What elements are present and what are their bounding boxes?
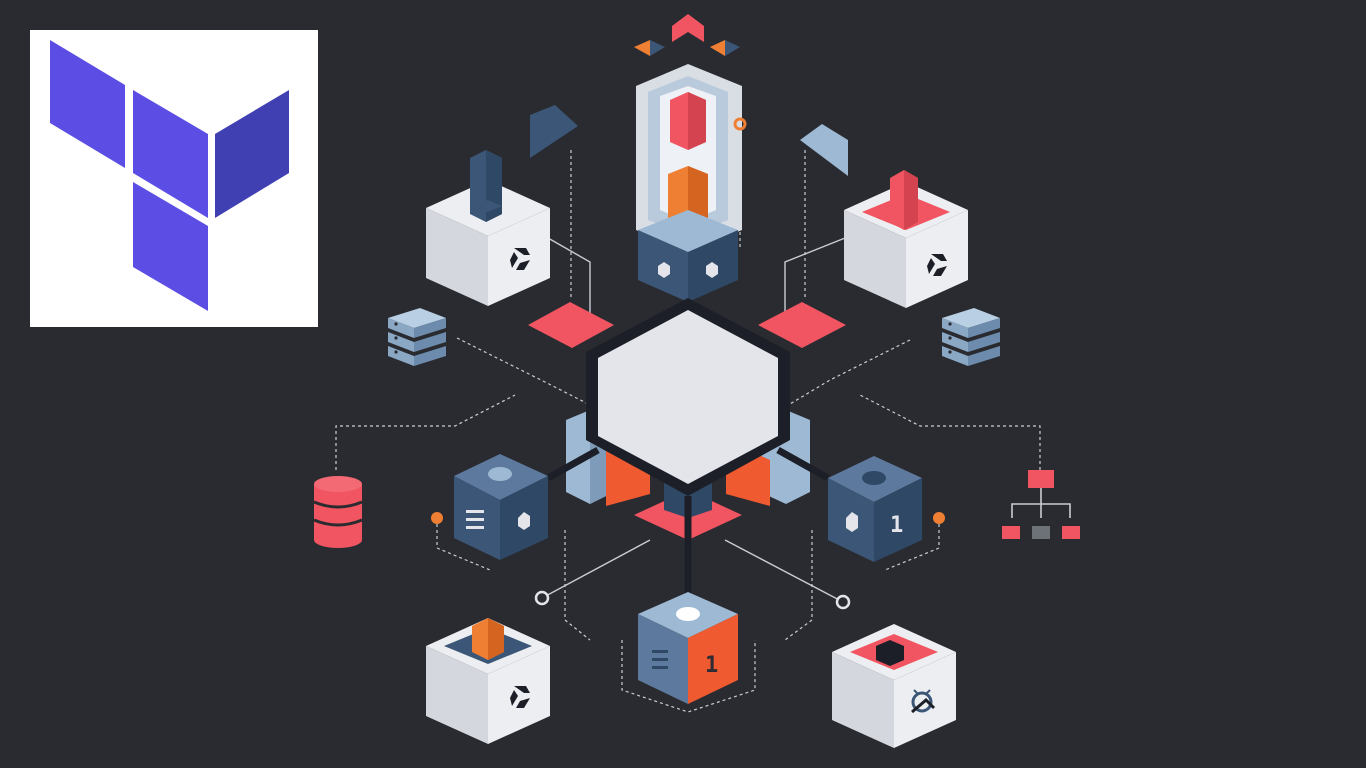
terraform-logo-icon xyxy=(50,40,289,311)
octagon-icon xyxy=(706,262,718,278)
cube-mid-left xyxy=(431,454,548,560)
cube-mid-right: 1 xyxy=(828,456,945,562)
logo-block-top-left xyxy=(50,40,125,168)
logo-card xyxy=(30,30,318,327)
logo-block-bottom xyxy=(133,182,208,311)
server-stack-icon-right xyxy=(942,308,1000,366)
gear-hand-icon xyxy=(911,689,936,714)
flag-icon-right xyxy=(800,124,848,176)
org-chart-icon xyxy=(1002,470,1080,539)
server-stack-icon-left xyxy=(388,308,446,366)
octagon-icon xyxy=(518,512,530,530)
cube-bottom-left xyxy=(426,618,550,744)
octagon-icon xyxy=(658,262,670,278)
list-icon xyxy=(466,510,484,529)
top-tower xyxy=(636,64,747,302)
cube-number-label: 1 xyxy=(890,513,903,538)
cube-bottom-center: 1 xyxy=(638,592,738,704)
central-hexagon xyxy=(586,298,790,496)
octagon-icon xyxy=(846,512,858,532)
database-icon xyxy=(313,476,363,548)
logo-block-center xyxy=(133,90,208,218)
node-marker-right xyxy=(835,594,851,610)
cube-number-label-bottom: 1 xyxy=(705,653,718,678)
cube-bottom-right xyxy=(832,624,956,748)
list-icon xyxy=(652,650,668,669)
hexagon-spokes xyxy=(546,446,830,600)
flag-icon-left xyxy=(530,105,578,158)
node-marker-left xyxy=(534,590,550,606)
logo-block-right xyxy=(215,90,289,218)
cube-top-left xyxy=(426,150,550,306)
cube-top-right xyxy=(844,170,968,308)
top-arrow-markers xyxy=(634,14,740,56)
